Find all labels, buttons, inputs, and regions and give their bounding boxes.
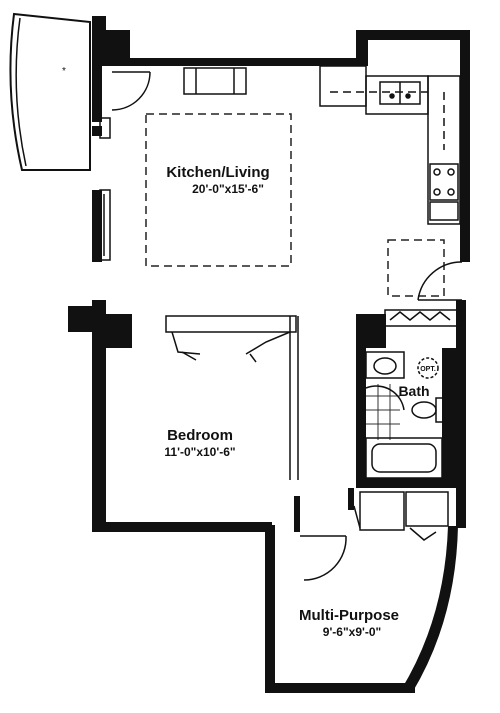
bathtub [365, 437, 443, 479]
exterior-walls [68, 16, 470, 693]
bedroom: Bedroom 11'-0"x10'-6" [164, 315, 299, 480]
fireplace-unit [183, 67, 247, 95]
optional-washer: OPT. [417, 357, 439, 379]
toilet [411, 397, 445, 423]
vanity [365, 351, 405, 379]
kitchen-counter [319, 65, 461, 225]
utility-closet [353, 491, 449, 541]
cooktop [429, 163, 459, 221]
kitchen-living-dims: 20'-0"x15'-6" [192, 182, 264, 196]
kitchen-sink [379, 81, 421, 105]
hall-closet [384, 309, 462, 327]
bath-name: Bath [398, 383, 429, 399]
bedroom-name: Bedroom [167, 427, 233, 444]
kitchen-living-room: Kitchen/Living 20'-0"x15'-6" [145, 67, 292, 267]
svg-text:*: * [62, 66, 66, 77]
opt-label: OPT. [420, 366, 436, 373]
interior-walls [294, 314, 458, 532]
kitchen-living-name: Kitchen/Living [166, 164, 269, 181]
bath: OPT. Bath [365, 351, 445, 479]
entry-door [417, 261, 463, 301]
bath-door [365, 385, 405, 411]
balcony: * [9, 12, 91, 171]
left-windows [99, 117, 111, 261]
bedroom-dims: 11'-0"x10'-6" [164, 445, 235, 459]
multi-purpose-door [300, 535, 347, 581]
multi-purpose-dims: 9'-6"x9'-0" [323, 625, 381, 639]
fridge-space [387, 239, 445, 297]
balcony-door [111, 71, 151, 111]
multi-purpose-room: Multi-Purpose 9'-6"x9'-0" [299, 535, 399, 639]
multi-purpose-name: Multi-Purpose [299, 607, 399, 624]
bedroom-closet [165, 315, 299, 480]
